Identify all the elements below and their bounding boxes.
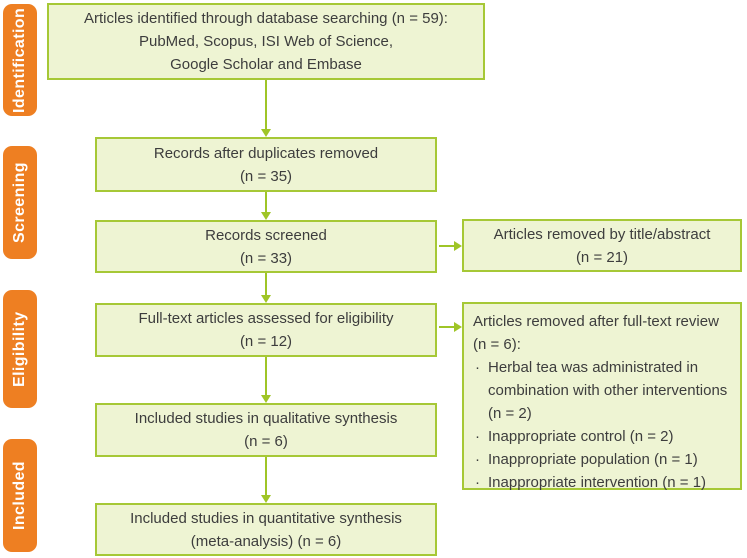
exclusion-reason-text: Herbal tea was administrated in combinat… xyxy=(488,359,728,422)
stage-label: Included xyxy=(11,461,28,530)
box-line: (n = 35) xyxy=(239,167,293,185)
box-line: (n = 12) xyxy=(239,333,293,350)
box-line: Records after duplicates removed xyxy=(153,144,379,162)
exclusion-reason-text: Inappropriate control (n = 2) xyxy=(488,428,674,445)
exclusion-reason: · Inappropriate intervention (n = 1) xyxy=(473,471,732,494)
exclusion-reason: · Herbal tea was administrated in combin… xyxy=(473,356,732,425)
arrow-fulltext-to-removed-fulltext xyxy=(439,322,462,332)
box-line: Included studies in qualitative synthesi… xyxy=(134,410,398,427)
box-line: Included studies in quantitative synthes… xyxy=(130,509,402,527)
bullet-icon: · xyxy=(475,359,480,376)
bullet-icon: · xyxy=(475,428,480,445)
arrow-identified-to-duplicates xyxy=(261,80,271,137)
box-line: (meta-analysis) (n = 6) xyxy=(190,532,342,550)
box-qualitative-synthesis: Included studies in qualitative synthesi… xyxy=(95,403,437,457)
stage-label: Identification xyxy=(11,7,28,113)
box-line: Articles removed by title/abstract xyxy=(493,225,711,243)
box-removed-title-abstract: Articles removed by title/abstract (n = … xyxy=(462,219,742,272)
box-line: Records screened xyxy=(205,226,327,244)
box-line: (n = 6) xyxy=(244,433,288,450)
box-records-after-duplicates: Records after duplicates removed (n = 35… xyxy=(95,137,437,192)
box-articles-identified: Articles identified through database sea… xyxy=(47,3,485,80)
exclusion-reason-text: Inappropriate population (n = 1) xyxy=(488,451,698,468)
box-fulltext-assessed: Full-text articles assessed for eligibil… xyxy=(95,303,437,357)
arrow-fulltext-to-qualitative xyxy=(261,357,271,403)
box-line: (n = 21) xyxy=(575,248,629,266)
exclusion-reason-list: · Herbal tea was administrated in combin… xyxy=(473,356,732,494)
stage-label: Eligibility xyxy=(11,311,28,387)
exclusion-title: Articles removed after full-text review … xyxy=(473,313,719,353)
stage-badge-screening: Screening xyxy=(3,146,37,259)
box-line: Full-text articles assessed for eligibil… xyxy=(138,310,394,327)
stage-badge-identification: Identification xyxy=(3,4,37,116)
stage-badge-eligibility: Eligibility xyxy=(3,290,37,408)
arrow-screened-to-fulltext xyxy=(261,273,271,303)
exclusion-reason-text: Inappropriate intervention (n = 1) xyxy=(488,474,707,491)
bullet-icon: · xyxy=(475,474,480,491)
arrow-duplicates-to-screened xyxy=(261,192,271,220)
box-line: Google Scholar and Embase xyxy=(170,56,362,73)
box-records-screened: Records screened (n = 33) xyxy=(95,220,437,273)
box-line: PubMed, Scopus, ISI Web of Science, xyxy=(138,33,394,50)
bullet-icon: · xyxy=(475,451,480,468)
box-line: Articles identified through database sea… xyxy=(84,10,448,27)
stage-label: Screening xyxy=(11,162,28,243)
box-removed-fulltext-review: Articles removed after full-text review … xyxy=(462,302,742,491)
box-line: (n = 33) xyxy=(239,249,293,267)
stage-badge-included: Included xyxy=(3,439,37,552)
arrow-qualitative-to-quantitative xyxy=(261,457,271,503)
box-quantitative-synthesis: Included studies in quantitative synthes… xyxy=(95,503,437,556)
exclusion-reason: · Inappropriate control (n = 2) xyxy=(473,425,732,448)
exclusion-reason: · Inappropriate population (n = 1) xyxy=(473,448,732,471)
arrow-screened-to-removed-title-abstract xyxy=(439,241,462,251)
